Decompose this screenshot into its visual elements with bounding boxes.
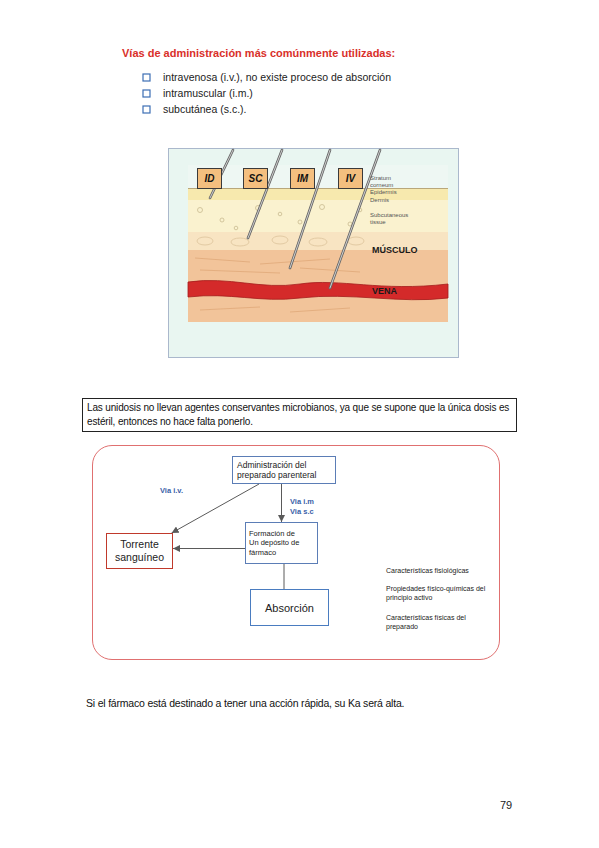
needles xyxy=(210,150,380,288)
needle xyxy=(290,150,330,268)
layer-label: Epidermis xyxy=(370,189,420,196)
flow-connector xyxy=(172,484,259,533)
node-text: Formación de Un depósito de fármaco xyxy=(249,529,301,558)
page-number: 79 xyxy=(500,799,530,811)
bullet-icons xyxy=(143,74,150,113)
flow-connector xyxy=(173,548,245,549)
fat-texture xyxy=(197,236,364,246)
layer-label: Dermis xyxy=(370,197,420,204)
node-text: IV xyxy=(346,173,355,184)
vein-shape xyxy=(188,280,448,299)
skin-illustration xyxy=(169,149,459,358)
process-box: Absorción xyxy=(250,589,329,626)
bullet-square xyxy=(143,106,150,113)
page-heading: Vías de administración más comúnmente ut… xyxy=(122,47,395,59)
node-text: SC xyxy=(249,173,263,184)
target-box: Torrente sanguíneo xyxy=(106,533,173,569)
route-tag: ID xyxy=(197,168,222,189)
node-text: ID xyxy=(205,173,215,184)
node-text: IM xyxy=(297,173,308,184)
edge-label: Via i.v. xyxy=(160,486,202,496)
dermis-layer xyxy=(188,200,448,232)
factor-item: Características fisiológicas xyxy=(386,567,496,576)
layer-label: Stratum corneum xyxy=(370,175,402,188)
body-sentence: Si el fármaco está destinado a tener una… xyxy=(86,697,566,709)
layer-label: Subcutaneous tissue xyxy=(370,212,412,225)
route-tag: IV xyxy=(338,168,363,189)
needle xyxy=(248,150,282,238)
node-text: Administración del preparado parenteral xyxy=(237,460,331,481)
flow-connector xyxy=(284,564,285,589)
layer-label: VENA xyxy=(372,286,422,296)
bullet-square xyxy=(143,90,150,97)
edge-label: Via i.m Via s.c xyxy=(290,497,320,517)
node-text: Las unidosis no llevan agentes conservan… xyxy=(87,401,512,429)
factor-item: Características físicas del preparado xyxy=(386,614,496,631)
bullet-item: subcutánea (s.c.). xyxy=(163,103,463,115)
layer-label: MÚSCULO xyxy=(372,245,442,255)
note-box: Las unidosis no llevan agentes conservan… xyxy=(82,398,517,432)
needle-bore xyxy=(290,150,330,268)
factor-item: Propiedades físico-químicas del principi… xyxy=(386,585,496,602)
node-text: Absorción xyxy=(265,602,314,614)
illustration-frame xyxy=(169,149,459,358)
bullet-item: intravenosa (i.v.), no existe proceso de… xyxy=(163,71,493,83)
flow-frame: Administración del preparado parenteralF… xyxy=(92,445,500,660)
dermis-texture xyxy=(198,205,362,230)
muscle-layer xyxy=(188,250,448,322)
process-box: Administración del preparado parenteral xyxy=(232,456,336,484)
flow-connector xyxy=(281,484,282,522)
node-text: Torrente sanguíneo xyxy=(107,538,172,564)
needle-bore xyxy=(248,150,282,238)
epidermis-layer xyxy=(188,188,448,200)
bullet-square xyxy=(143,74,150,81)
route-tag: IM xyxy=(290,168,315,189)
bullet-item: intramuscular (i.m.) xyxy=(163,87,463,99)
route-tag: SC xyxy=(243,168,268,189)
process-box: Formación de Un depósito de fármaco xyxy=(245,522,318,564)
